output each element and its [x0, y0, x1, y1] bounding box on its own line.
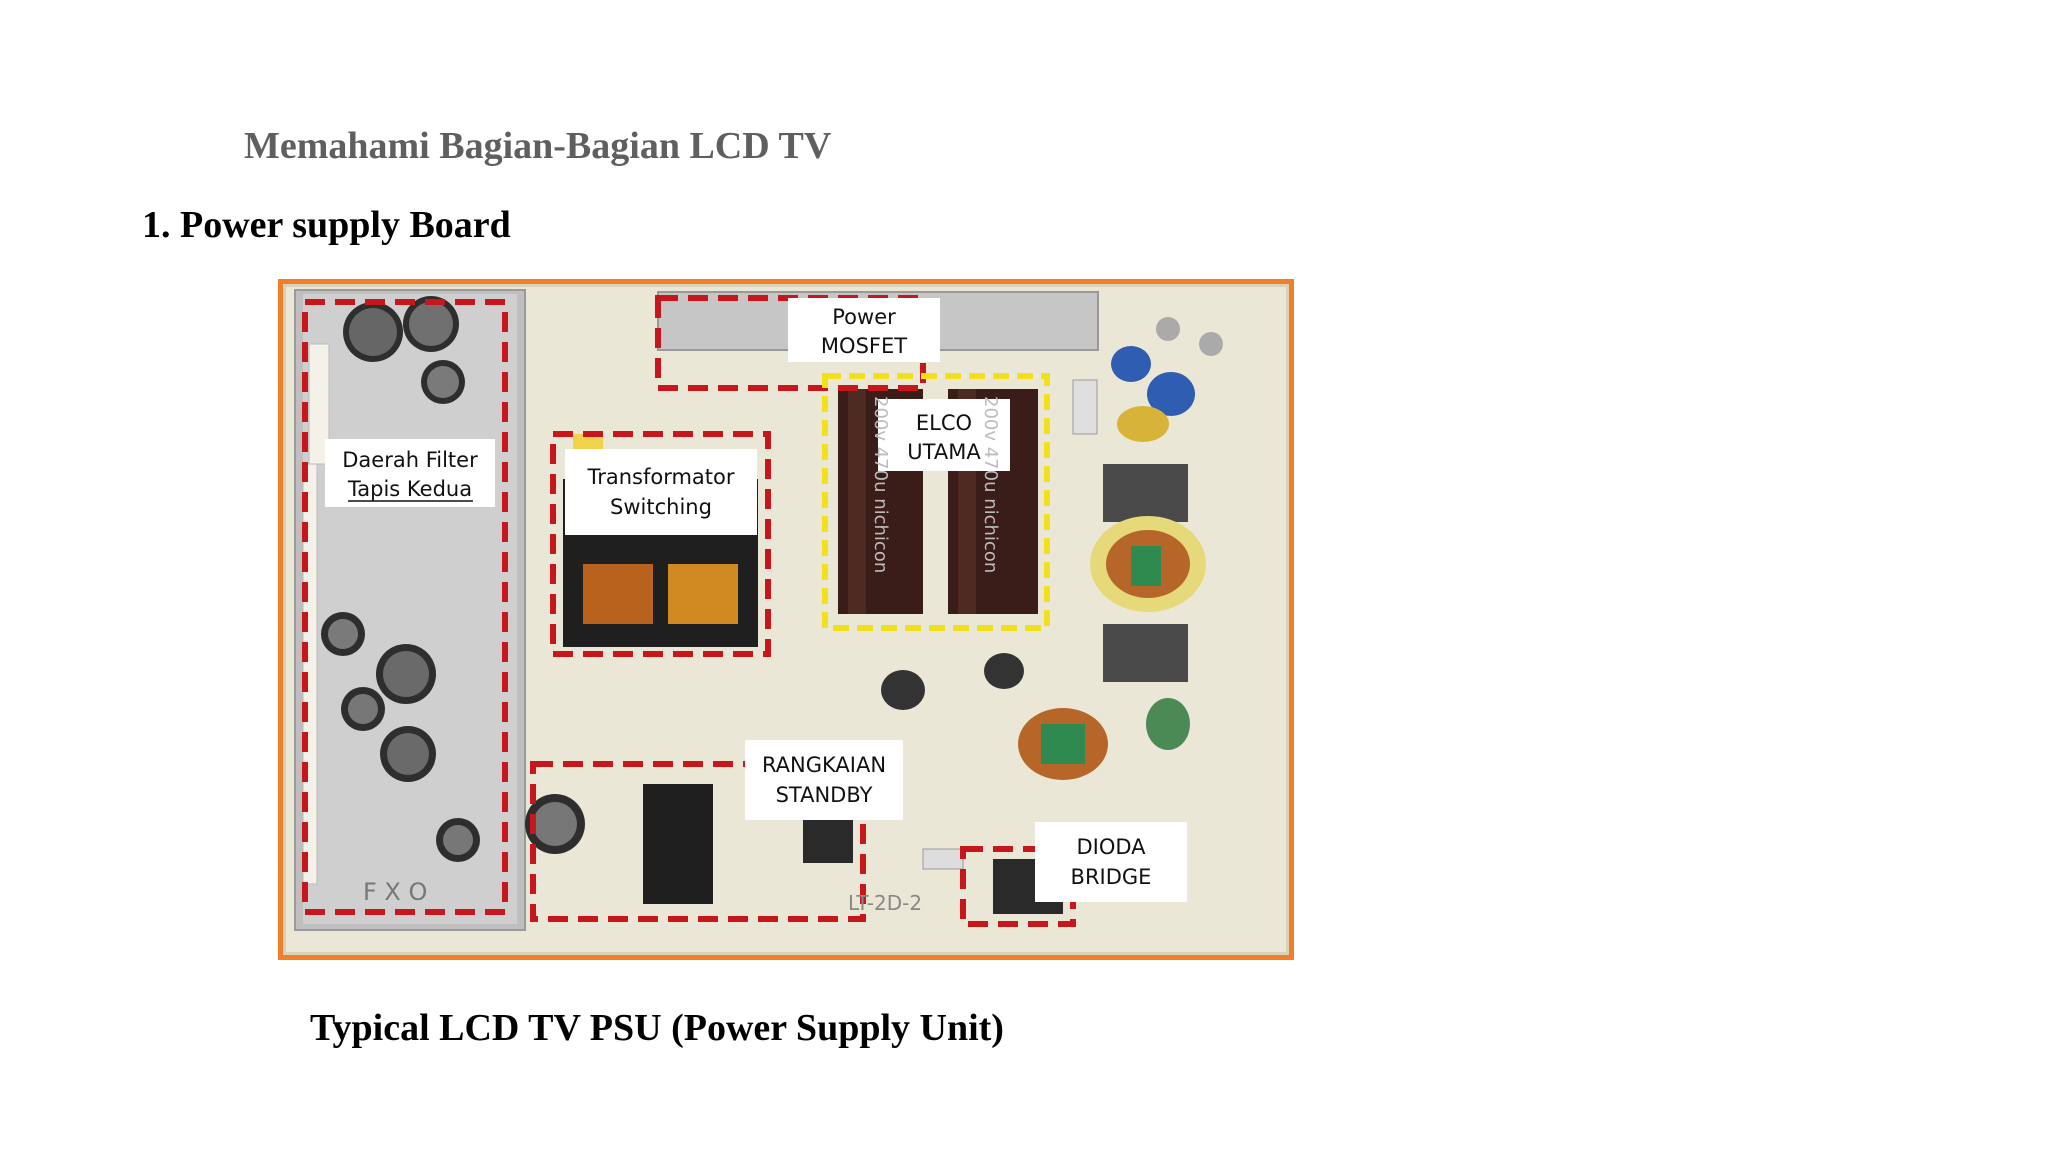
figure-caption: Typical LCD TV PSU (Power Supply Unit): [310, 1007, 1004, 1049]
label-transformer-line1: Transformator: [586, 465, 734, 489]
label-diode-bridge: DIODA BRIDGE: [1035, 822, 1187, 902]
label-standby-line1: RANGKAIAN: [762, 753, 886, 777]
elco-print-left: 200v 470u nichicon: [870, 396, 891, 573]
ac-input-components: [1072, 317, 1223, 682]
label-mosfet-line2: MOSFET: [821, 334, 907, 358]
label-transformer-line2: Switching: [610, 495, 712, 519]
label-elco-line2: UTAMA: [907, 440, 981, 464]
board-marking-fxo: F X O: [363, 878, 427, 906]
label-transformer: Transformator Switching: [565, 449, 757, 535]
label-standby-line2: STANDBY: [776, 783, 873, 807]
region-filter: [302, 299, 508, 915]
standby-components: [525, 653, 1190, 914]
label-filter: Daerah Filter Tapis Kedua: [325, 439, 495, 507]
region-diode-bridge: [960, 846, 1076, 927]
label-standby: RANGKAIAN STANDBY: [745, 740, 903, 820]
label-mosfet: Power MOSFET: [788, 298, 940, 362]
label-filter-line1: Daerah Filter: [342, 448, 478, 472]
label-diode-line1: DIODA: [1076, 835, 1146, 859]
label-filter-line2: Tapis Kedua: [347, 477, 472, 501]
label-diode-line2: BRIDGE: [1071, 865, 1152, 889]
elco-print-right: 200v 470u nichicon: [980, 396, 1001, 573]
region-elco: [822, 373, 1050, 631]
label-elco: ELCO UTAMA: [878, 399, 1010, 471]
label-elco-line1: ELCO: [916, 411, 972, 435]
board-marking-model: LT-2D-2: [848, 891, 922, 915]
section-heading: 1. Power supply Board: [142, 204, 511, 246]
region-standby: [530, 761, 866, 922]
subtitle: Memahami Bagian-Bagian LCD TV: [244, 125, 832, 167]
region-transformer: [550, 431, 771, 657]
psu-board-photo: Daerah Filter Tapis Kedua Transformator …: [278, 279, 1294, 960]
label-mosfet-line1: Power: [832, 305, 896, 329]
